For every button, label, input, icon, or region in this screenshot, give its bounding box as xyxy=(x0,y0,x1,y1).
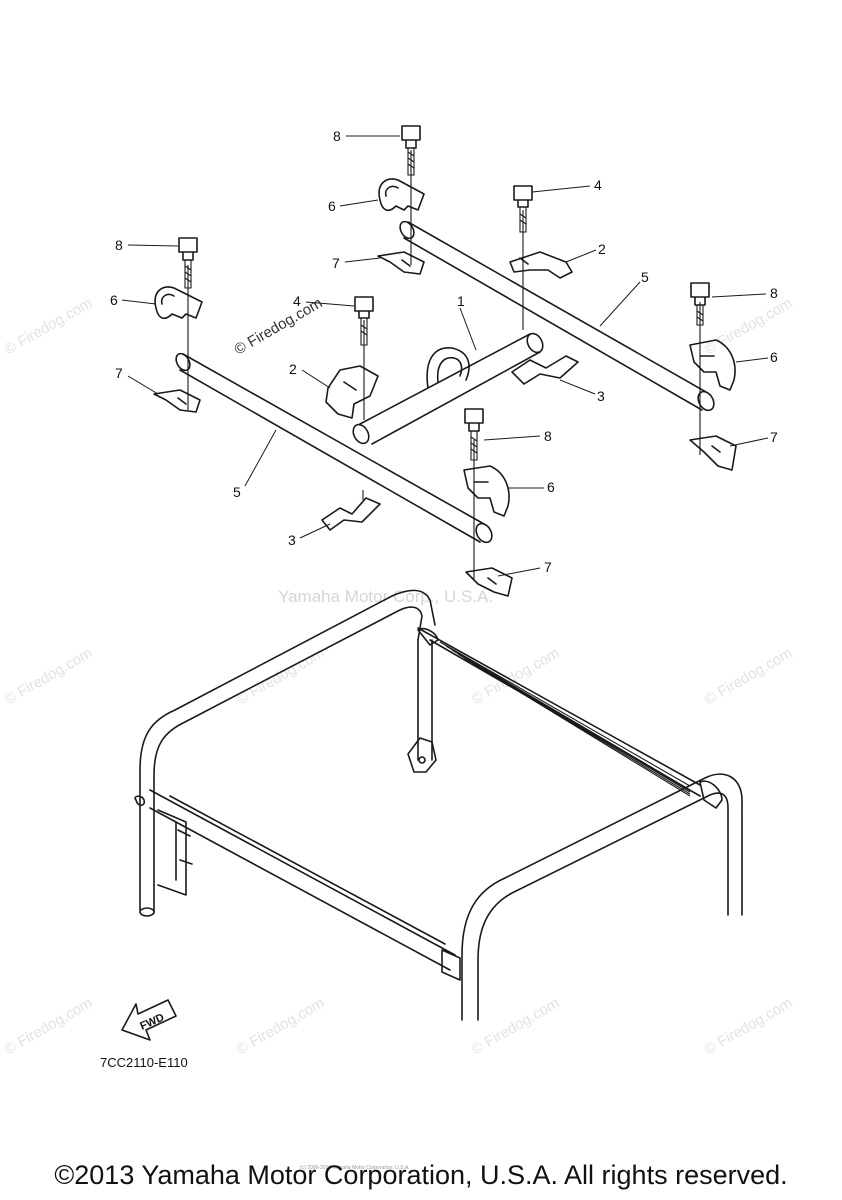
callout-labels: 8 6 7 8 6 7 4 2 5 8 6 7 4 2 1 3 5 3 8 6 … xyxy=(110,128,778,575)
callout-6: 6 xyxy=(547,479,555,495)
callout-2: 2 xyxy=(598,241,606,257)
watermark-site-dark: © Firedog.com xyxy=(232,294,326,358)
bolt-8 xyxy=(464,408,484,461)
callout-6: 6 xyxy=(770,349,778,365)
callout-3: 3 xyxy=(597,388,605,404)
bolt-4 xyxy=(513,185,533,233)
callout-5: 5 xyxy=(233,484,241,500)
callout-8: 8 xyxy=(544,428,552,444)
callout-5: 5 xyxy=(641,269,649,285)
copyright-footer: ©2013 Yamaha Motor Corporation, U.S.A. A… xyxy=(54,1160,788,1190)
bracket-3 xyxy=(321,497,381,531)
watermark-yamaha: Yamaha Motor Corp., U.S.A. xyxy=(278,587,493,606)
roll-cage-frame xyxy=(134,589,743,1021)
callout-8: 8 xyxy=(333,128,341,144)
bracket-7 xyxy=(153,389,201,413)
callout-7: 7 xyxy=(544,559,552,575)
callout-3: 3 xyxy=(288,532,296,548)
clamp-6 xyxy=(463,465,510,517)
watermark-site: © Firedog.com xyxy=(234,994,328,1058)
clamp-6 xyxy=(154,286,203,320)
bracket-7 xyxy=(465,567,513,597)
watermark-site: © Firedog.com xyxy=(2,294,96,358)
clamp-6 xyxy=(689,339,736,391)
watermark-site: © Firedog.com xyxy=(702,994,796,1058)
bolt-8 xyxy=(178,237,198,289)
leader-lines xyxy=(121,135,769,577)
bolt-8 xyxy=(401,125,421,176)
bracket-2 xyxy=(509,251,573,279)
callout-7: 7 xyxy=(115,365,123,381)
callout-2: 2 xyxy=(289,361,297,377)
bolt-8 xyxy=(690,282,710,326)
callout-8: 8 xyxy=(115,237,123,253)
watermark-site: © Firedog.com xyxy=(469,994,563,1058)
callout-7: 7 xyxy=(332,255,340,271)
callout-8: 8 xyxy=(770,285,778,301)
callout-4: 4 xyxy=(293,293,301,309)
callout-4: 4 xyxy=(594,177,602,193)
tube-5-front xyxy=(175,352,493,544)
tiny-copyright: (c) 2006-2016 Yamaha Motor Corporation, … xyxy=(300,1165,410,1171)
callout-6: 6 xyxy=(110,292,118,308)
tube-5-rear xyxy=(399,220,715,412)
watermark-site: © Firedog.com xyxy=(702,294,796,358)
callout-7: 7 xyxy=(770,429,778,445)
clamp-6 xyxy=(378,178,425,212)
fwd-arrow-icon: FWD xyxy=(121,999,177,1041)
watermark-site: © Firedog.com xyxy=(2,644,96,708)
callout-1: 1 xyxy=(457,293,465,309)
tube-1 xyxy=(352,332,544,445)
bolt-4 xyxy=(354,296,374,346)
watermark-site: © Firedog.com xyxy=(2,994,96,1058)
callout-6: 6 xyxy=(328,198,336,214)
bracket-7 xyxy=(689,435,737,471)
watermark-site: © Firedog.com xyxy=(469,644,563,708)
bracket-3 xyxy=(511,355,579,385)
firedog-watermarks: © Firedog.com © Firedog.com © Firedog.co… xyxy=(2,294,796,1058)
watermark-site: © Firedog.com xyxy=(702,644,796,708)
part-code: 7CC2110-E110 xyxy=(100,1055,188,1070)
fwd-label: FWD xyxy=(138,1012,166,1033)
bracket-2 xyxy=(325,365,379,419)
bracket-7 xyxy=(377,251,425,275)
